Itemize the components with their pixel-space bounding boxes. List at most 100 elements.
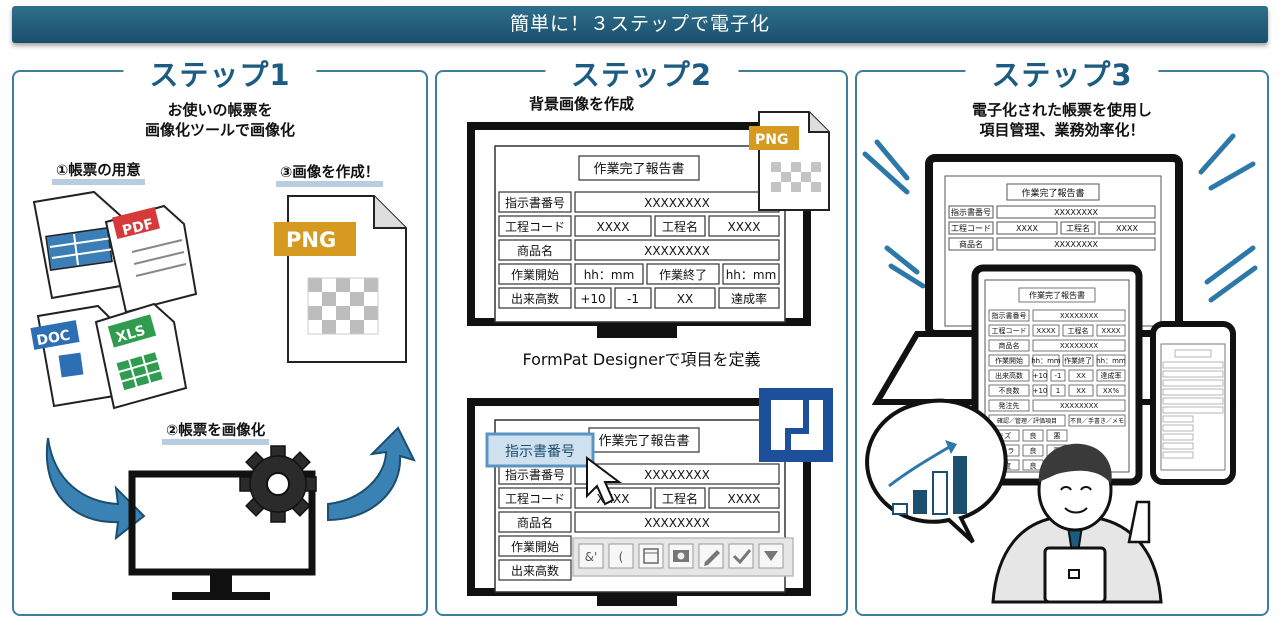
step1-desc-line2: 画像化ツールで画像化: [144, 121, 295, 139]
step3-desc-line1: 電子化された帳票を使用し: [971, 101, 1152, 119]
tablet-process-code-label: 工程コード: [992, 326, 1027, 335]
tablet-form-title: 作業完了報告書: [1029, 290, 1085, 300]
label-image-forms: ②帳票を画像化: [162, 422, 270, 445]
tablet-scratch-bad: 悪: [1054, 432, 1061, 440]
form2-product-value: XXXXXXXX: [644, 516, 710, 530]
step3-desc-line2: 項目管理、業務効率化！: [979, 121, 1145, 139]
tablet-xx-percent: XX%: [1103, 387, 1120, 395]
tablet-process-code-value: XXXX: [1036, 327, 1055, 335]
tablet-uneven-good: 良: [1030, 446, 1037, 455]
form-output-label: 出来高数: [511, 291, 559, 306]
form-instruction-value: XXXXXXXX: [644, 196, 710, 210]
form-process-code-value: XXXX: [597, 220, 630, 234]
pencil-icon: [704, 550, 720, 566]
tablet-product-label: 商品名: [999, 341, 1020, 350]
form2-process-name-value: XXXX: [728, 492, 761, 506]
field-toolbar[interactable]: &' (: [572, 537, 794, 577]
form-work-end-value: hh：mm: [726, 268, 777, 282]
tablet-defect-label: 不良数: [999, 386, 1020, 395]
step1-illustration: PDF DOC XLS PNG: [30, 190, 416, 600]
tablet-process-name-label: 工程名: [1068, 326, 1089, 335]
laptop-product-label: 商品名: [959, 239, 983, 249]
formpat-logo-icon: [759, 388, 833, 462]
form2-work-start-label: 作業開始: [511, 540, 559, 554]
form-plus-value: +10: [580, 292, 605, 306]
growth-chart-icon: [865, 398, 1008, 544]
form2-product-label: 商品名: [517, 515, 553, 530]
tablet-product-value: XXXXXXXX: [1060, 342, 1099, 350]
arrow-out-icon: [327, 426, 416, 522]
form-process-name-label: 工程名: [662, 219, 698, 234]
tablet-defect-one: 1: [1056, 387, 1060, 395]
png-label: PNG: [286, 228, 336, 252]
tablet-plus-value: +10: [1033, 372, 1048, 380]
step2-title: ステップ2: [544, 52, 739, 94]
form-work-end-label: 作業終了: [659, 267, 707, 282]
form2-process-code-label: 工程コード: [505, 491, 565, 506]
laptop-process-name-label: 工程名: [1066, 223, 1090, 233]
tablet-orderer-value: XXXXXXXX: [1060, 402, 1099, 410]
emphasis-lines-right: [1198, 133, 1258, 303]
calendar-icon: [643, 548, 659, 564]
step3-panel: ステップ3 電子化された帳票を使用し 項目管理、業務効率化！ 作業完了報告書: [855, 52, 1269, 616]
form-monitor-top: 作業完了報告書 指示書番号 XXXXXXXX 工程コード XXXX 工程名 XX…: [467, 122, 811, 338]
paren-tool-icon: (: [619, 550, 624, 564]
label-prepare-forms: ①帳票の用意: [52, 162, 145, 185]
pdf-label: PDF: [121, 216, 155, 239]
step2-desc-background: 背景画像を作成: [528, 95, 634, 113]
tablet-icon: 作業完了報告書 指示書番号 XXXXXXXX 工程コード XXXX 工程名 XX…: [971, 264, 1143, 486]
tablet-defect-plus: +10: [1033, 387, 1048, 395]
step3-illustration: 作業完了報告書 指示書番号 XXXXXXXX 工程コード XXXX 工程名 XX…: [862, 133, 1258, 604]
gear-icon: [239, 445, 317, 523]
laptop-process-code-label: 工程コード: [951, 224, 991, 233]
check-icon: [732, 549, 752, 565]
tablet-minus-value: -1: [1055, 372, 1062, 380]
xls-label: XLS: [114, 323, 147, 347]
tablet-quality-label: 不良／手書き／メモ: [1070, 417, 1124, 425]
tablet-scratch-good: 良: [1030, 431, 1037, 440]
emphasis-lines-left: [862, 139, 926, 289]
doc-label: DOC: [35, 328, 71, 350]
form-minus-value: -1: [627, 292, 639, 306]
form-achievement-label: 達成率: [731, 291, 767, 306]
tablet-thickness-good: 良: [1030, 461, 1037, 470]
step2-illustration: 作業完了報告書 指示書番号 XXXXXXXX 工程コード XXXX 工程名 XX…: [467, 111, 833, 606]
tablet-work-end-label: 作業終了: [1064, 356, 1092, 365]
tablet-xx-value: XX: [1076, 372, 1086, 380]
form2-process-name-label: 工程名: [662, 491, 698, 506]
laptop-instruction-label: 指示書番号: [951, 207, 991, 217]
tablet-work-start-label: 作業開始: [995, 356, 1023, 365]
monitor-icon: [128, 470, 316, 600]
form-process-name-value: XXXX: [728, 220, 761, 234]
tablet-instruction-label: 指示書番号: [992, 311, 1027, 320]
tablet-instruction-value: XXXXXXXX: [1060, 312, 1099, 320]
form2-title: 作業完了報告書: [598, 433, 689, 449]
tablet-output-label: 出来高数: [995, 371, 1023, 380]
tablet-work-start-value: hh：mm: [1031, 357, 1061, 365]
arrow-in-icon: [45, 437, 146, 541]
step2-desc-designer: FormPat Designerで項目を定義: [522, 350, 761, 369]
page-banner: 簡単に！３ステップで電子化: [12, 6, 1268, 43]
form-process-code-label: 工程コード: [505, 219, 565, 234]
step2-panel: ステップ2 背景画像を作成 FormPat Designerで項目を定義 作業完…: [435, 52, 848, 616]
step1-desc-line1: お使いの帳票を: [167, 101, 273, 119]
label-create-image: ③画像を作成！: [276, 164, 384, 187]
dropdown-icon: [764, 551, 778, 561]
laptop-process-name-value: XXXX: [1116, 224, 1138, 233]
form-work-start-value: hh：mm: [584, 268, 635, 282]
laptop-form-title: 作業完了報告書: [1021, 187, 1084, 199]
step3-title: ステップ3: [965, 52, 1159, 94]
form-instruction-label: 指示書番号: [505, 195, 565, 210]
tablet-defect-xx: XX: [1076, 387, 1086, 395]
tablet-process-name-value: XXXX: [1101, 327, 1120, 335]
tablet-orderer-label: 発注先: [999, 401, 1020, 410]
form-title: 作業完了報告書: [593, 161, 684, 177]
cursor-icon: [586, 456, 622, 506]
form-monitor-bottom: 作業完了報告書 指示書番号 XXXXXXXX 工程コード XXXX 工程名 XX…: [467, 398, 811, 606]
form2-instruction-label: 指示書番号: [505, 467, 565, 482]
form-product-value: XXXXXXXX: [644, 244, 710, 258]
laptop-product-value: XXXXXXXX: [1054, 240, 1098, 249]
form-xx-value: XX: [677, 292, 693, 306]
smartphone-icon: [1150, 321, 1236, 485]
form2-instruction-value: XXXXXXXX: [644, 468, 710, 482]
